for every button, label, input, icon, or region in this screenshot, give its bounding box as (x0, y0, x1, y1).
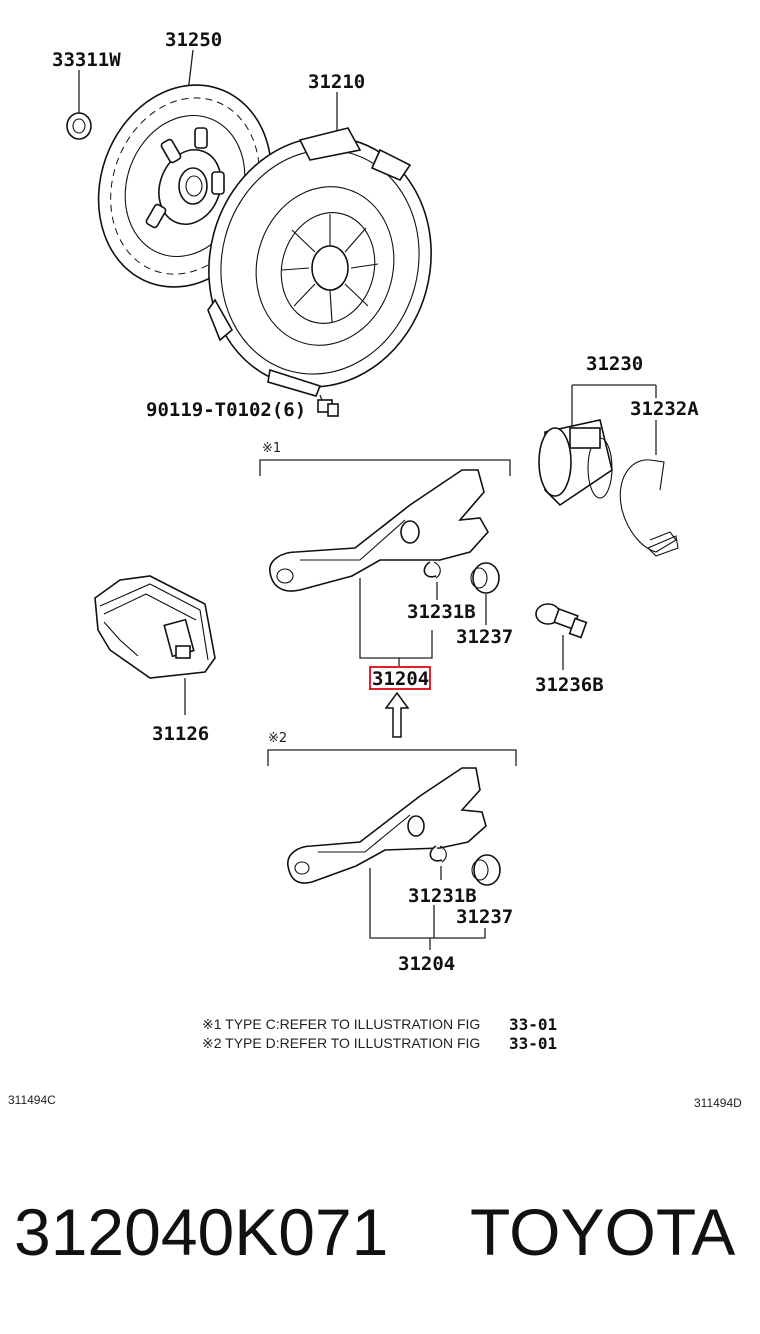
label-31204-highlighted[interactable]: 31204 (372, 668, 429, 690)
release-bearing-31230-drawing (538, 384, 657, 507)
note-type-c-fig[interactable]: 33-01 (509, 1015, 557, 1034)
up-arrow-icon (384, 691, 410, 738)
footer-brand: TOYOTA (470, 1195, 735, 1269)
label-31237-2[interactable]: 31237 (456, 906, 513, 928)
clip-31231b-2-drawing (429, 845, 447, 863)
release-fork-1-drawing (269, 469, 489, 592)
label-31210[interactable]: 31210 (308, 71, 365, 93)
note-type-d-fig[interactable]: 33-01 (509, 1034, 557, 1053)
footer-part-number: 312040K071 (14, 1195, 388, 1269)
bracket-31204-2 (369, 868, 486, 939)
bushing-31237-2-drawing (471, 854, 501, 886)
boot-31126-drawing (94, 575, 216, 715)
group-1-bracket (259, 459, 511, 476)
label-31236b[interactable]: 31236B (535, 674, 604, 696)
bushing-31237-1-drawing (470, 562, 500, 625)
clip-31232a-drawing (619, 420, 679, 557)
label-31237-1[interactable]: 31237 (456, 626, 513, 648)
group-2-bracket (267, 749, 517, 766)
note-type-c: ※1 TYPE C:REFER TO ILLUSTRATION FIG (202, 1016, 480, 1032)
label-31231b-2[interactable]: 31231B (408, 885, 477, 907)
group-marker-1: ※1 (262, 441, 281, 456)
label-90119-t0102[interactable]: 90119-T0102(6) (146, 399, 306, 421)
bolt-31236b-drawing (535, 603, 588, 670)
figure-ref-left: 311494C (8, 1093, 56, 1107)
bracket-31204-1 (359, 578, 433, 659)
clip-31231b-1-drawing (423, 561, 441, 579)
label-31126[interactable]: 31126 (152, 723, 209, 745)
figure-ref-right: 311494D (694, 1096, 742, 1110)
label-31231b-1[interactable]: 31231B (407, 601, 476, 623)
group-marker-2: ※2 (268, 731, 287, 746)
label-31204[interactable]: 31204 (398, 953, 455, 975)
release-fork-2-drawing (287, 767, 487, 884)
label-31250[interactable]: 31250 (165, 29, 222, 51)
label-31230[interactable]: 31230 (586, 353, 643, 375)
note-type-d: ※2 TYPE D:REFER TO ILLUSTRATION FIG (202, 1035, 480, 1051)
bearing-33311w-drawing (66, 70, 92, 140)
label-31232a[interactable]: 31232A (630, 398, 699, 420)
highlight-box (369, 666, 431, 690)
label-33311w[interactable]: 33311W (52, 49, 121, 71)
pressure-plate-31210-drawing (207, 92, 432, 417)
